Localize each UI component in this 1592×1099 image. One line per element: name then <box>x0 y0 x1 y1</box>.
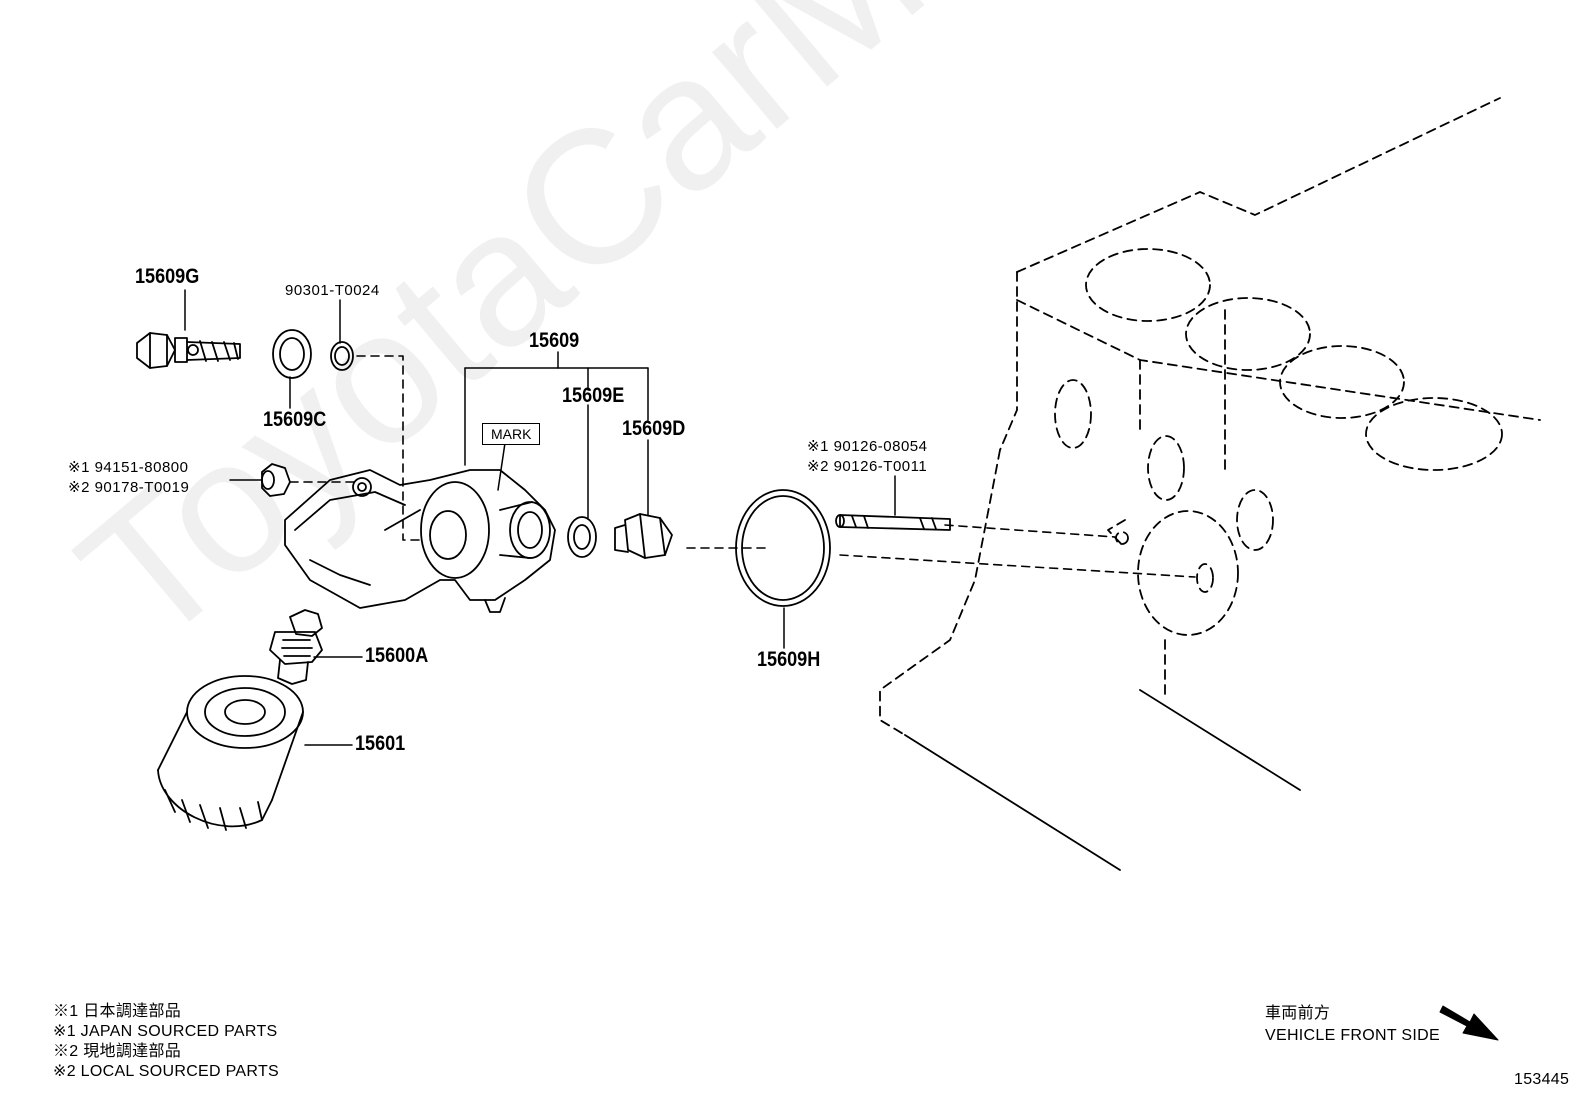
label-15609H: 15609H <box>757 648 821 671</box>
o-ring-90301 <box>330 341 354 371</box>
leader-lines <box>184 289 896 746</box>
washer-15609C <box>272 329 312 379</box>
label-90126-08054: ※1 90126-08054 <box>807 438 928 455</box>
union-bolt-15609G <box>136 332 241 369</box>
oil-filter-bracket-15609 <box>284 469 556 613</box>
o-ring-15609H <box>735 489 831 607</box>
label-15609C: 15609C <box>263 408 327 431</box>
note-japan-en: ※1 JAPAN SOURCED PARTS <box>53 1023 278 1040</box>
label-15600A: 15600A <box>365 644 429 667</box>
oil-filter-15601 <box>157 675 304 831</box>
label-90178-T0019: ※2 90178-T0019 <box>68 479 190 496</box>
engine-block-solid <box>904 689 1301 871</box>
note-local-jp: ※2 現地調達部品 <box>53 1043 182 1060</box>
front-label-en: VEHICLE FRONT SIDE <box>1265 1027 1440 1044</box>
mark-label: MARK <box>482 423 541 445</box>
engine-block <box>879 97 1541 736</box>
plug-15609D <box>614 513 673 559</box>
label-94151-80800: ※1 94151-80800 <box>68 459 189 476</box>
label-15609: 15609 <box>529 329 580 352</box>
label-15609G: 15609G <box>135 265 200 288</box>
alignment-lines <box>289 355 1196 578</box>
gasket-15609E <box>567 516 597 558</box>
vehicle-front-arrow <box>1439 1005 1499 1041</box>
diagram-number: 153445 <box>1514 1071 1570 1088</box>
label-15601: 15601 <box>355 732 406 755</box>
label-90126-T0011: ※2 90126-T0011 <box>807 458 928 475</box>
union-15600A <box>269 609 323 685</box>
label-90301-T0024: 90301-T0024 <box>285 282 380 299</box>
label-15609D: 15609D <box>622 417 686 440</box>
label-15609E: 15609E <box>562 384 625 407</box>
stud-90126 <box>835 514 951 531</box>
front-label-jp: 車両前方 <box>1265 1005 1331 1022</box>
note-japan-jp: ※1 日本調達部品 <box>53 1003 182 1020</box>
note-local-en: ※2 LOCAL SOURCED PARTS <box>53 1063 279 1080</box>
plug-94151 <box>261 463 291 497</box>
